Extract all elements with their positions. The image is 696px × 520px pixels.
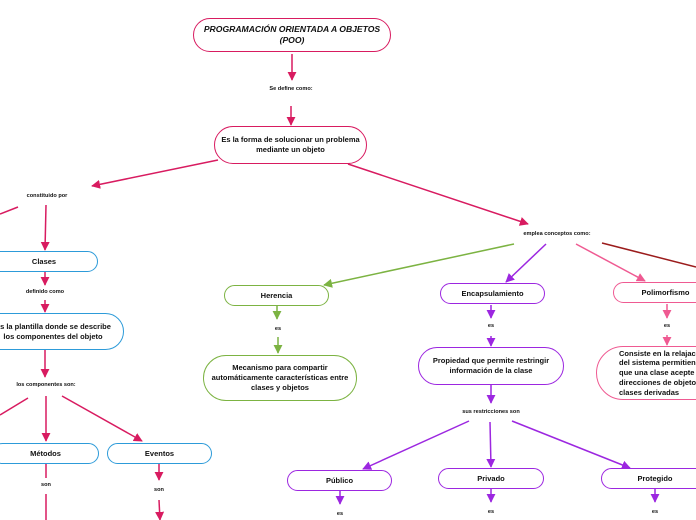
clases-text: Clases <box>31 256 57 266</box>
herencia-definition-text: Mecanismo para compartir automáticamente… <box>211 363 349 392</box>
link-componentes-son: los componentes son: <box>16 382 76 388</box>
edge-restricciones-to-privado <box>486 421 496 468</box>
link-es-encapsulamiento: es <box>487 323 495 329</box>
clases-node[interactable]: Clases <box>0 251 98 272</box>
eventos-text: Eventos <box>144 448 175 458</box>
link-son-metodos: son <box>41 482 51 488</box>
edge-son-eventos-down <box>155 499 165 520</box>
herencia-text: Herencia <box>260 290 293 300</box>
metodos-node[interactable]: Métodos <box>0 443 99 464</box>
protegido-node[interactable]: Protegido <box>601 468 696 489</box>
clases-definition-node[interactable]: Es la plantilla donde se describe los co… <box>0 313 124 350</box>
edge-componentes-to-eventos <box>61 395 143 442</box>
edge-restricciones-to-publico <box>362 420 470 470</box>
privado-text: Privado <box>477 473 505 483</box>
link-emplea-conceptos: emplea conceptos como: <box>523 231 591 237</box>
polimorfismo-definition-text: Consiste en la relajación del sistema pe… <box>619 348 696 397</box>
publico-text: Público <box>325 475 354 485</box>
edge-componentes-offscreen <box>0 397 29 416</box>
encapsulamiento-node[interactable]: Encapsulamiento <box>440 283 545 304</box>
privado-node[interactable]: Privado <box>438 468 544 489</box>
polimorfismo-text: Polimorfismo <box>641 287 690 297</box>
eventos-node[interactable]: Eventos <box>107 443 212 464</box>
edge-constituido-offscreen <box>0 206 19 215</box>
encapsulamiento-definition-text: Propiedad que permite restringir informa… <box>432 356 550 375</box>
title-node[interactable]: PROGRAMACIÓN ORIENTADA A OBJETOS (POO) <box>193 18 391 52</box>
link-constituido-por: constituido por <box>26 193 68 199</box>
link-es-protegido: es <box>651 509 659 515</box>
herencia-definition-node[interactable]: Mecanismo para compartir automáticamente… <box>203 355 357 401</box>
edge-definition-to-emplea <box>347 163 529 226</box>
edge-constituido-to-clases <box>40 204 50 251</box>
edge-definition-to-constituido <box>91 159 219 189</box>
link-definido-como: definido como <box>25 289 65 295</box>
title-text: PROGRAMACIÓN ORIENTADA A OBJETOS (POO) <box>203 24 381 45</box>
definition-text: Es la forma de solucionar un problema me… <box>221 135 360 154</box>
link-es-publico: es <box>336 511 344 517</box>
link-restricciones-son: sus restricciones son <box>462 409 520 415</box>
edge-emplea-to-herencia <box>323 243 515 288</box>
link-es-polimorfismo: es <box>663 323 671 329</box>
definition-node[interactable]: Es la forma de solucionar un problema me… <box>214 126 367 164</box>
publico-node[interactable]: Público <box>287 470 392 491</box>
encapsulamiento-definition-node[interactable]: Propiedad que permite restringir informa… <box>418 347 564 385</box>
polimorfismo-definition-node[interactable]: Consiste en la relajación del sistema pe… <box>596 346 696 400</box>
polimorfismo-node[interactable]: Polimorfismo <box>613 282 696 303</box>
encapsulamiento-text: Encapsulamiento <box>461 288 524 298</box>
link-es-herencia: es <box>274 326 282 332</box>
metodos-text: Métodos <box>30 448 61 458</box>
protegido-text: Protegido <box>637 473 673 483</box>
link-se-define: Se define como: <box>269 86 313 92</box>
edge-restricciones-to-protegido <box>511 420 631 470</box>
link-son-eventos: son <box>154 487 164 493</box>
edge-emplea-to-encap <box>505 243 547 283</box>
link-es-privado: es <box>487 509 495 515</box>
clases-definition-text: Es la plantilla donde se describe los co… <box>0 321 111 341</box>
edge-emplea-to-polimorfismo <box>575 243 646 282</box>
edge-emplea-offscreen <box>601 242 696 268</box>
herencia-node[interactable]: Herencia <box>224 285 329 306</box>
